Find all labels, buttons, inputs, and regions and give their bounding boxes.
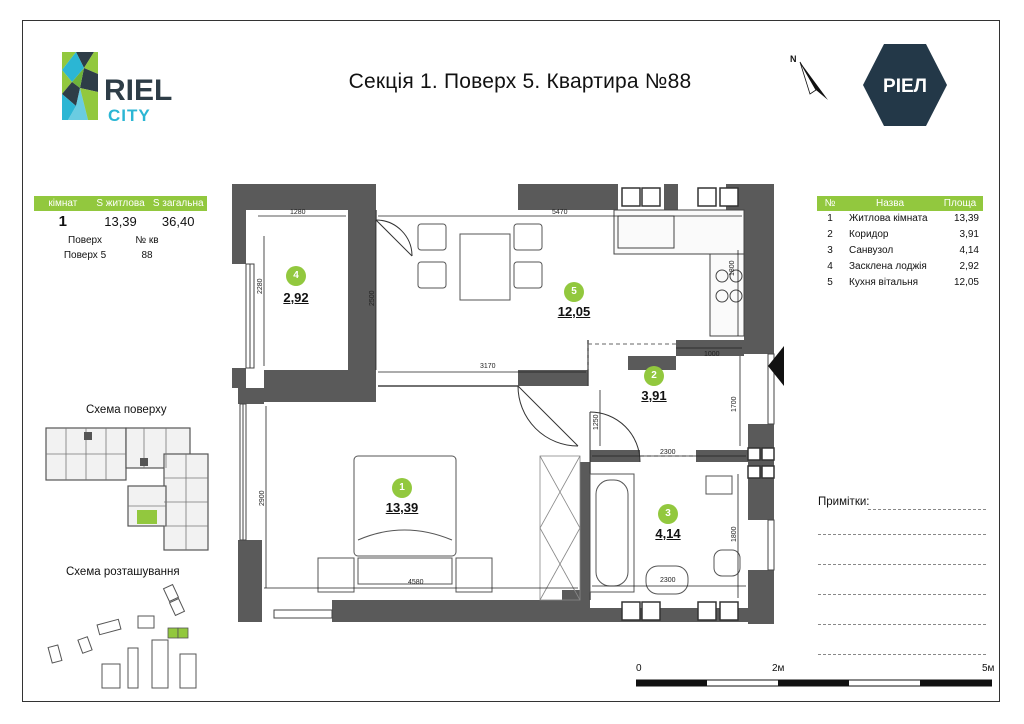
room-2-area: 3,91 [641, 388, 667, 403]
total-area-value: 36,40 [161, 214, 195, 229]
rooms-col-area: Площа [943, 198, 977, 209]
apartment-summary: кімнат S житлова S загальна 1 13,39 36,4… [34, 196, 207, 263]
dim-3170: 3170 [480, 363, 496, 370]
total-area-header: S загальна [152, 198, 204, 209]
site-scheme [40, 582, 212, 692]
page-title: Секція 1. Поверх 5. Квартира №88 [348, 70, 692, 93]
brand-sub: CITY [108, 106, 151, 125]
page-frame [22, 20, 1000, 702]
note-line [818, 534, 986, 535]
room-3-number: 3 [658, 504, 678, 524]
rooms-count-value: 1 [58, 213, 67, 230]
north-arrow-icon: N [786, 50, 834, 104]
notes-label: Примітки: [818, 496, 870, 508]
note-line [818, 564, 986, 565]
room-2-number: 2 [644, 366, 664, 386]
dim-2900: 2900 [259, 490, 266, 506]
living-area-header: S житлова [96, 198, 145, 209]
room-5-area: 12,05 [557, 304, 591, 319]
note-line [818, 624, 986, 625]
dim-1000: 1000 [704, 351, 720, 358]
riel-logo-text: РІЕЛ [883, 76, 927, 97]
dim-1800-bath: 1800 [731, 526, 738, 542]
rooms-col-name: Назва [875, 198, 905, 209]
scale-mid: 2м [772, 663, 785, 674]
room-3-area: 4,14 [655, 526, 681, 541]
dim-1700: 1700 [731, 396, 738, 412]
room-4-number: 4 [286, 266, 306, 286]
room-5-number: 5 [564, 282, 584, 302]
dim-2500: 2500 [369, 290, 376, 306]
note-line [868, 509, 986, 510]
floor-scheme-label: Схема поверху [86, 404, 167, 416]
room-1-area: 13,39 [385, 500, 419, 515]
note-line [818, 654, 986, 655]
dim-1250: 1250 [593, 414, 600, 430]
site-scheme-label: Схема розташування [66, 566, 180, 578]
room-4-area: 2,92 [283, 290, 309, 305]
room-1-number: 1 [392, 478, 412, 498]
apt-number-header: № кв [135, 235, 159, 246]
dim-4580: 4580 [408, 579, 424, 586]
rooms-col-number: № [824, 198, 836, 209]
dim-2300-bath: 2300 [660, 577, 676, 584]
floor-scheme [44, 424, 212, 554]
dim-1800-kitchen: 1800 [729, 260, 736, 276]
dim-2300-corridor: 2300 [660, 449, 676, 456]
floor-header: Поверх [68, 235, 102, 246]
brand-name: RIEL [104, 74, 172, 107]
dim-2280: 2280 [257, 278, 264, 294]
floor-value: Поверх 5 [63, 250, 107, 261]
north-label: N [790, 54, 797, 64]
note-line [818, 594, 986, 595]
floor-plan: 1280 5470 1800 2280 2500 3170 1000 1700 … [228, 180, 784, 628]
dim-5470: 5470 [552, 209, 568, 216]
rooms-count-header: кімнат [48, 198, 78, 209]
riel-logo: РІЕЛ [862, 42, 948, 128]
scale-end: 5м [982, 663, 995, 674]
apt-number-value: 88 [141, 250, 153, 261]
scale-zero: 0 [636, 663, 642, 674]
living-area-value: 13,39 [104, 214, 137, 229]
dim-1280: 1280 [290, 209, 306, 216]
riel-city-logo: RIEL CITY [58, 48, 188, 126]
